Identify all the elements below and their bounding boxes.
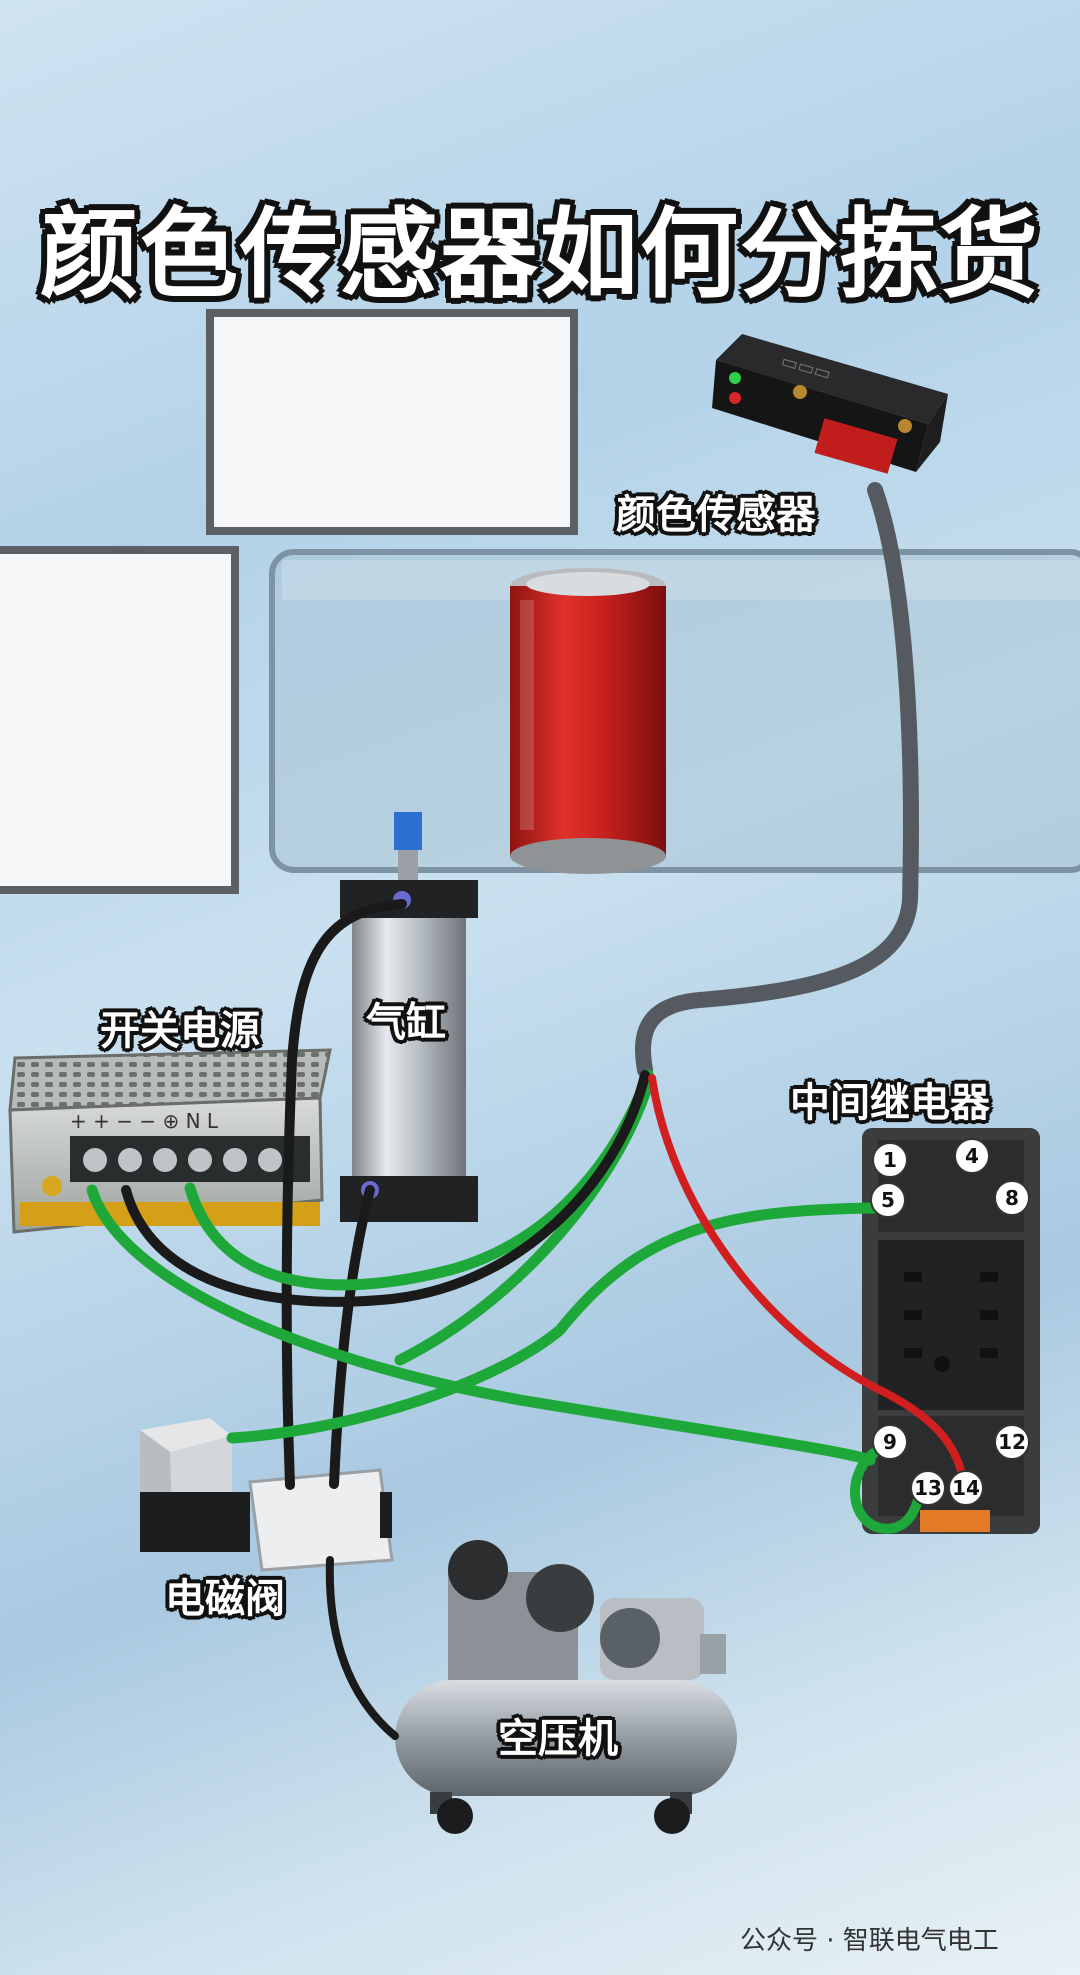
relay-terminal-label: 4 (965, 1144, 979, 1168)
red-can (510, 568, 666, 874)
air-compressor (395, 1540, 737, 1834)
watermark: 公众号 · 智联电气电工 (740, 1926, 999, 1956)
page-title: 颜色传感器如何分拣货 (39, 198, 1040, 312)
solenoid-valve (140, 1418, 394, 1572)
relay-terminal-label: 5 (881, 1188, 895, 1212)
relay-terminal-1 (872, 1142, 908, 1178)
relay-terminal-label: 1 (883, 1148, 897, 1172)
relay-label: 中间继电器 (790, 1080, 990, 1126)
relay-terminal-label: 13 (914, 1476, 942, 1500)
relay-terminal-8 (994, 1180, 1030, 1216)
relay-terminal-label: 12 (998, 1430, 1026, 1454)
switch-power-label: 开关电源 (100, 1008, 260, 1054)
color-sensor: ▭▭▭ (712, 334, 948, 474)
relay-terminal-14 (948, 1470, 984, 1506)
air-compressor-label: 空压机 (498, 1716, 618, 1762)
switch-power-supply: + + − − ⊕ N L (8, 1048, 332, 1234)
relay-terminal-label: 14 (952, 1476, 980, 1500)
solenoid-valve-label: 电磁阀 (165, 1576, 285, 1622)
relay-terminal-13 (910, 1470, 946, 1506)
color-sensor-label: 颜色传感器 (616, 492, 816, 538)
relay-terminals (870, 1138, 1030, 1506)
relay-terminal-9 (872, 1424, 908, 1460)
blank-panel-left (0, 546, 239, 894)
relay-terminal-label: 9 (883, 1430, 897, 1454)
relay-terminal-12 (994, 1424, 1030, 1460)
relay-terminal-4 (954, 1138, 990, 1174)
svg-text:+ + − − ⊕ N L: + + − − ⊕ N L (70, 1109, 219, 1133)
conveyor-panel (269, 549, 1080, 873)
relay-terminal-5 (870, 1182, 906, 1218)
relay-terminal-label: 8 (1005, 1186, 1019, 1210)
blank-panel-top (206, 309, 578, 535)
cylinder-label: 气缸 (366, 1000, 446, 1046)
